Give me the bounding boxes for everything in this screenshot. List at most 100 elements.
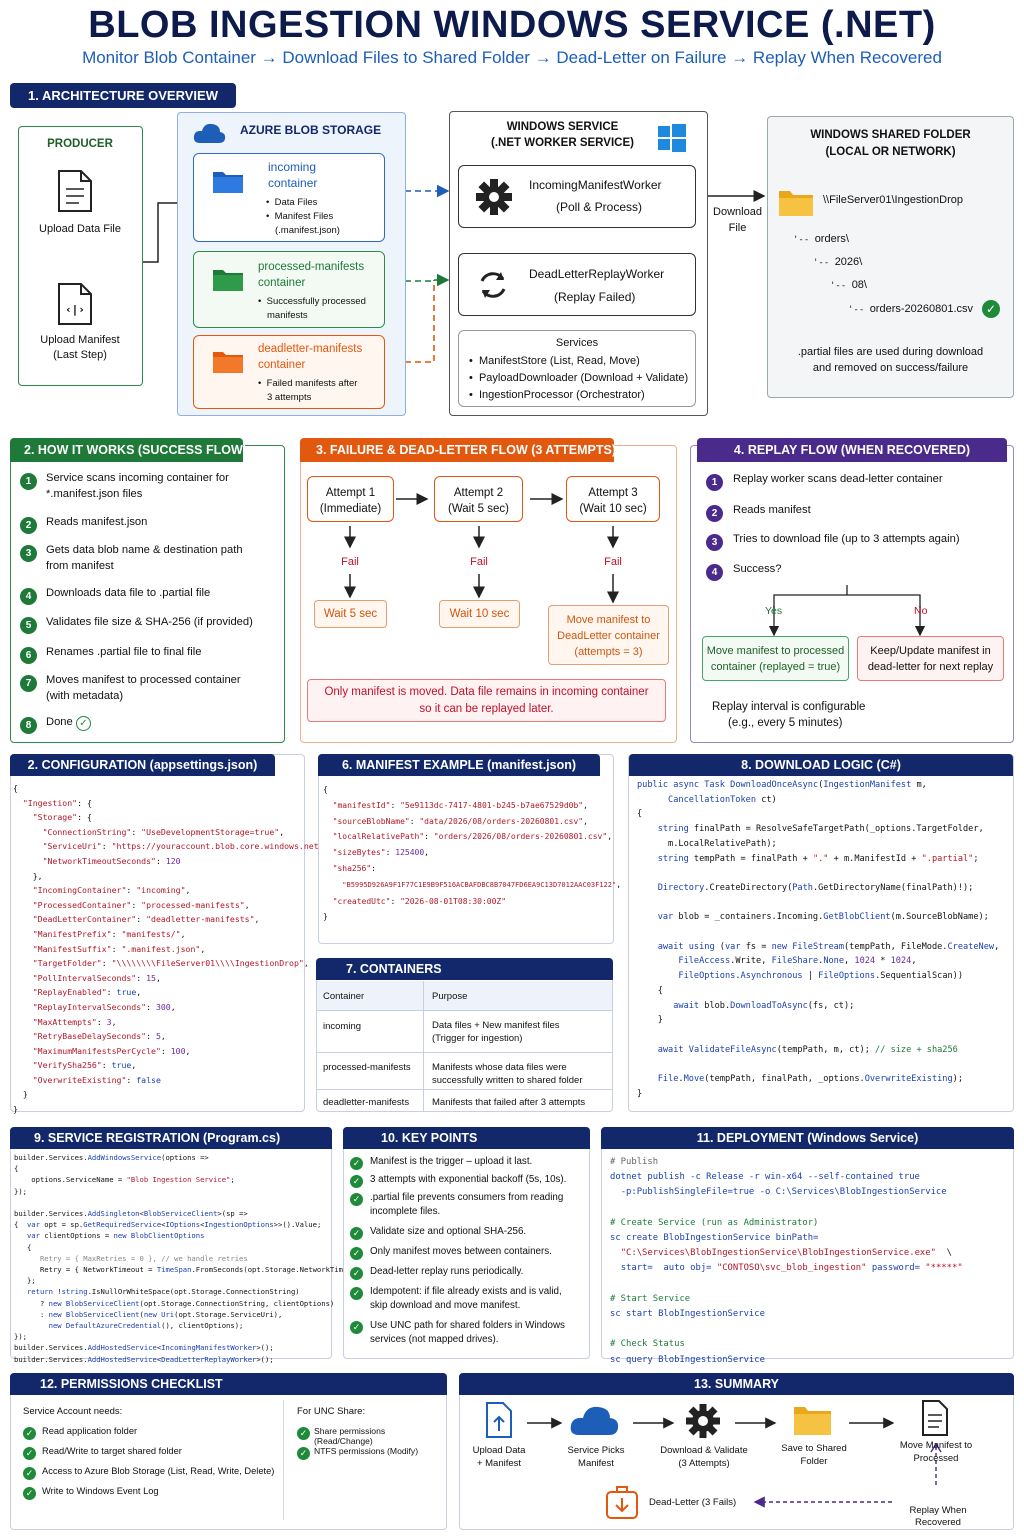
col-purpose: Purpose (432, 991, 468, 1002)
checkmark-icon: ✓ (23, 1467, 36, 1480)
blue-folder-icon (213, 172, 243, 193)
tree-08-text: 08\ (851, 279, 867, 291)
checkmark-icon: ✓ (350, 1157, 363, 1170)
deadletter-icon (606, 1486, 638, 1519)
how-step-line1: Downloads data file to .partial file (46, 587, 211, 599)
deadletter-b2: 3 attempts (267, 392, 312, 403)
gear-icon (476, 179, 512, 215)
replay-step-text: Success? (733, 563, 782, 575)
how-step-number: 6 (20, 647, 37, 664)
keypoint-line1: 3 attempts with exponential backoff (5s,… (370, 1174, 567, 1185)
shared-title1: WINDOWS SHARED FOLDER (810, 129, 971, 141)
keypoint-line1: Manifest is the trigger – upload it last… (370, 1156, 533, 1167)
registration-code: builder.Services.AddWindowsService(optio… (14, 1153, 403, 1364)
attempt-2-sub: (Wait 5 sec) (448, 503, 509, 515)
container-purpose-1: Data files + New manifest files (432, 1020, 560, 1031)
document-icon (58, 170, 92, 212)
registration-header: 9. SERVICE REGISTRATION (Program.cs) (10, 1127, 332, 1149)
checkmark-icon: ✓ (297, 1447, 310, 1460)
deadletter-name: deadletter-manifests (258, 343, 363, 355)
failure-note-box: Only manifest is moved. Data file remain… (307, 679, 666, 722)
keypoint-line2: services (not mapped drives). (370, 1334, 499, 1345)
replay-step-number: 1 (706, 474, 723, 491)
how-step-number: 7 (20, 675, 37, 692)
upload-manifest-label: Upload Manifest (40, 334, 120, 346)
summary-replay-a: Replay When (909, 1505, 967, 1516)
checkmark-icon: ✓ (350, 1321, 363, 1334)
how-step-number: 5 (20, 617, 37, 634)
service-item-2-text: PayloadDownloader (Download + Validate) (478, 372, 689, 384)
containers-col-divider (423, 981, 424, 1112)
permission-item: Access to Azure Blob Storage (List, Read… (42, 1466, 275, 1476)
failure-note-1: Only manifest is moved. Data file remain… (324, 686, 649, 698)
tree-file-text: orders-20260801.csv (869, 303, 974, 315)
how-step-line1: Reads manifest.json (46, 516, 148, 528)
manifest-code: { "manifestId": "5e9113dc-7417-4801-b245… (323, 785, 622, 922)
unc-permission-item: Share permissions (Read/Change) (314, 1426, 386, 1446)
replay-yes-1: Move manifest to processed (706, 645, 845, 657)
unc-permission-item: NTFS permissions (Modify) (314, 1446, 419, 1456)
summary-step5-a: Move Manifest to (899, 1440, 973, 1451)
processed-name2: container (258, 277, 306, 289)
upload-data-label: Upload Data File (39, 223, 121, 235)
summary-step4-a: Save to Shared (781, 1443, 847, 1454)
processed-b2: manifests (267, 310, 308, 321)
replay-no-2: dead-letter for next replay (867, 661, 994, 673)
how-step-number: 2 (20, 517, 37, 534)
replay-decision-arrows (768, 585, 926, 637)
shared-title2: (LOCAL OR NETWORK) (825, 146, 956, 158)
cloud-icon (193, 123, 226, 143)
tree-2026-text: 2026\ (834, 256, 863, 268)
done-check-icon: ✓ (76, 716, 91, 731)
services-box: Services • ManifestStore (List, Read, Mo… (458, 330, 696, 407)
shared-folder-panel: WINDOWS SHARED FOLDER (LOCAL OR NETWORK)… (767, 116, 1014, 398)
deadletter-name2: container (258, 359, 306, 371)
keypoint-line2: skip download and move manifest. (370, 1300, 521, 1311)
how-step-line2: from manifest (46, 560, 114, 572)
incoming-b1-text: Data Files (274, 197, 318, 208)
json-file-icon: ‹|› (58, 283, 92, 325)
keypoint-line1: Validate size and optional SHA-256. (370, 1226, 527, 1237)
shared-note1: .partial files are used during download (797, 346, 984, 358)
producer-title: PRODUCER (47, 138, 113, 150)
keypoint-line1: .partial file prevents consumers from re… (370, 1192, 564, 1203)
manifest-header: 6. MANIFEST EXAMPLE (manifest.json) (318, 754, 600, 776)
processed-b1-text: Successfully processed (266, 296, 366, 307)
config-code: { "Ingestion": { "Storage": { "Connectio… (13, 783, 329, 1115)
col-container: Container (323, 991, 365, 1002)
containers-panel: 7. CONTAINERS Container Purpose incoming… (316, 958, 613, 1112)
permission-item: Read/Write to target shared folder (42, 1446, 182, 1456)
container-purpose-2: (Trigger for ingestion) (432, 1033, 523, 1044)
move-dl-1: Move manifest to (566, 614, 651, 626)
container-name: incoming (323, 1021, 362, 1032)
unc-path: \\FileServer01\IngestionDrop (823, 194, 964, 206)
failure-header: 3. FAILURE & DEAD-LETTER FLOW (3 ATTEMPT… (300, 438, 616, 462)
incoming-name2: container (268, 176, 318, 190)
attempt-1-box: Attempt 1(Immediate) (307, 476, 394, 522)
tree-08: '-- 08\ (830, 279, 867, 291)
summary-step2-a: Service Picks (567, 1445, 625, 1456)
how-step-line1: Renames .partial file to final file (46, 646, 202, 658)
yes-label: Yes (765, 605, 783, 617)
replay-step-text: Replay worker scans dead-letter containe… (733, 473, 943, 485)
summary-header: 13. SUMMARY (459, 1373, 1014, 1395)
shared-note2: and removed on success/failure (812, 362, 969, 374)
container-name: deadletter-manifests (323, 1097, 410, 1108)
deployment-panel: 11. DEPLOYMENT (Windows Service) # Publi… (601, 1127, 1014, 1365)
download-panel: 8. DOWNLOAD LOGIC (C#) public async Task… (628, 754, 1014, 1112)
producer-panel: PRODUCER Upload Data File ‹|› Upload Man… (18, 126, 143, 386)
replay-step-text: Reads manifest (733, 504, 811, 516)
permissions-divider (283, 1400, 284, 1520)
page-title: BLOB INGESTION WINDOWS SERVICE (.NET) (88, 4, 936, 46)
success-check-icon: ✓ (982, 300, 1000, 318)
how-step-line1: Moves manifest to processed container (46, 674, 241, 686)
incoming-bullet2: • Manifest Files (266, 211, 334, 222)
yellow-folder-icon (779, 191, 813, 216)
summary-step5-b: Processed (913, 1453, 959, 1464)
incoming-name: incoming (268, 160, 317, 174)
keypoint-line1: Dead-letter replay runs periodically. (370, 1266, 524, 1277)
deadletter-b1-text: Failed manifests after (266, 378, 358, 389)
how-step-line1: Done (46, 716, 73, 728)
